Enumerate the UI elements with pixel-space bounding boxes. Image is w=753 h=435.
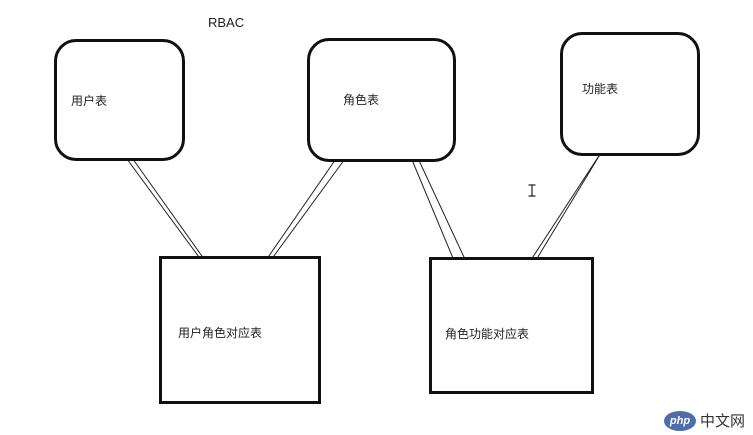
node-label-user-role-table: 用户角色对应表	[178, 326, 263, 340]
connector-func-to-rolefunc	[526, 140, 607, 271]
text-cursor-icon	[528, 184, 536, 197]
diagram-title: RBAC	[208, 15, 245, 30]
watermark-text: 中文网	[699, 413, 745, 430]
node-label-user-table: 用户表	[71, 94, 108, 108]
node-label-role-table: 角色表	[343, 93, 380, 107]
node-label-role-func-table: 角色功能对应表	[445, 327, 530, 341]
connector-user-to-userrole	[123, 154, 215, 274]
connector-role-to-userrole	[261, 151, 351, 267]
node-func-table: 功能表	[560, 32, 700, 156]
watermark: php 中文网	[663, 410, 745, 431]
node-user-table: 用户表	[54, 39, 185, 161]
php-logo-icon: php	[663, 410, 696, 431]
node-user-role-table: 用户角色对应表	[159, 256, 321, 404]
node-label-func-table: 功能表	[582, 82, 619, 96]
node-role-func-table: 角色功能对应表	[429, 257, 594, 394]
node-role-table: 角色表	[307, 38, 456, 162]
